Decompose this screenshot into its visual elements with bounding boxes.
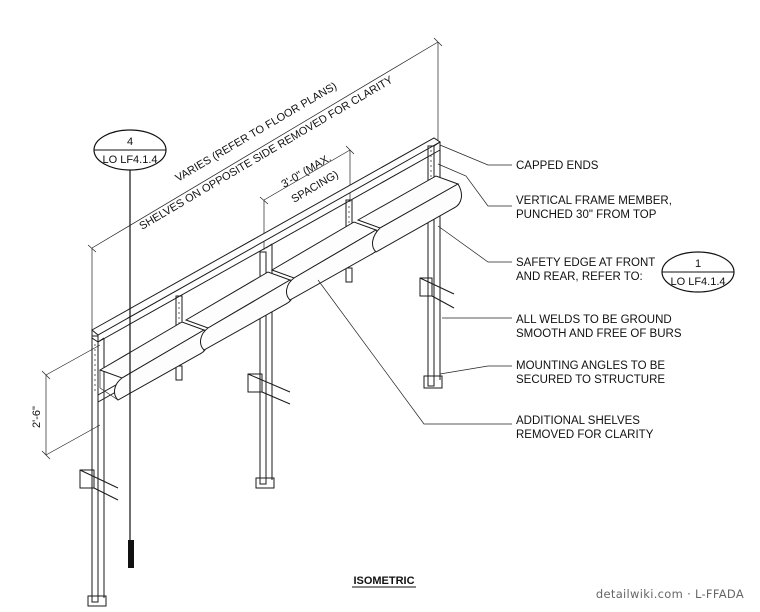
shelf-3 (270, 221, 380, 301)
callout-welds-2: SMOOTH AND FREE OF BURS (516, 328, 682, 340)
callout-mounting-2: SECURED TO STRUCTURE (516, 374, 665, 386)
shelf-1 (98, 321, 208, 401)
shelf-4 (356, 175, 462, 253)
view-title: ISOMETRIC (352, 575, 416, 588)
overall-dimension (87, 37, 443, 330)
callout-safety-edge-1: SAFETY EDGE AT FRONT (516, 257, 655, 269)
watermark: detailwiki.com · L-FFADA (596, 587, 744, 601)
view-title-text: ISOMETRIC (353, 575, 414, 587)
callout-welds-1: ALL WELDS TO BE GROUND (516, 314, 672, 326)
detail-tag-right-number: 1 (695, 258, 701, 270)
left-post (79, 335, 119, 607)
detail-tag-left-sheet: LO LF4.1.4 (102, 154, 157, 166)
height-dimension (41, 344, 101, 460)
detail-tag-right[interactable]: 1 LO LF4.1.4 (661, 251, 735, 293)
callout-additional-2: REMOVED FOR CLARITY (516, 429, 654, 441)
leader-lines (317, 144, 512, 425)
height-label: 2'-6" (31, 406, 43, 428)
callout-additional-1: ADDITIONAL SHELVES (516, 415, 640, 427)
callout-capped-ends: CAPPED ENDS (516, 160, 599, 172)
opposite-side-note: SHELVES ON OPPOSITE SIDE REMOVED FOR CLA… (137, 74, 395, 233)
callout-vertical-frame-2: PUNCHED 30" FROM TOP (516, 209, 657, 221)
section-cut-line (128, 170, 134, 568)
callout-mounting-1: MOUNTING ANGLES TO BE (516, 360, 665, 372)
callout-safety-edge-2: AND REAR, REFER TO: (516, 271, 643, 283)
detail-tag-right-sheet: LO LF4.1.4 (670, 276, 725, 288)
detail-tag-left-number: 4 (127, 136, 133, 148)
detail-tag-left[interactable]: 4 LO LF4.1.4 (93, 129, 167, 171)
callout-vertical-frame-1: VERTICAL FRAME MEMBER, (516, 195, 672, 207)
